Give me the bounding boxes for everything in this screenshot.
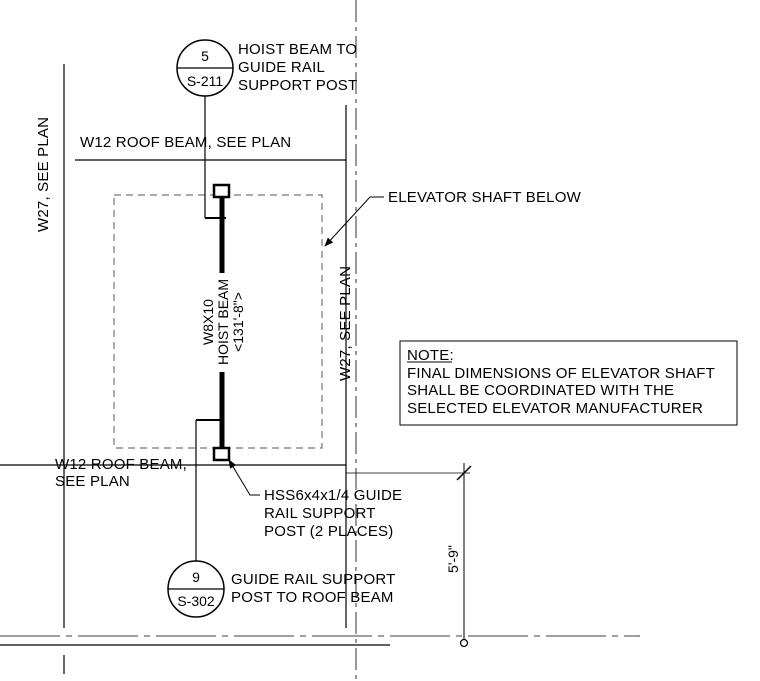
note-line-2: SHALL BE COORDINATED WITH THE <box>407 382 674 399</box>
elevator-shaft-label: ELEVATOR SHAFT BELOW <box>388 189 582 206</box>
section-bubble-top[interactable]: 5 S-211 <box>176 39 234 97</box>
hoist-to-rail-line-1: HOIST BEAM TO <box>238 41 357 58</box>
note-box: NOTE: FINAL DIMENSIONS OF ELEVATOR SHAFT… <box>399 340 738 426</box>
dimension-line <box>456 463 472 648</box>
hss-post-line-1: HSS6x4x1/4 GUIDE <box>264 487 402 504</box>
section-bubble-bottom[interactable]: 9 S-302 <box>167 560 225 618</box>
elevator-shaft-callout: ELEVATOR SHAFT BELOW <box>324 189 582 247</box>
hss-post-line-3: POST (2 PLACES) <box>264 523 393 540</box>
rail-to-roof-label: GUIDE RAIL SUPPORT POST TO ROOF BEAM <box>231 571 395 606</box>
rail-to-roof-line-2: POST TO ROOF BEAM <box>231 589 394 606</box>
hoist-beam-size: W8X10 <box>200 299 216 345</box>
bubble-top-number: 5 <box>201 48 209 64</box>
dimension-label: 5'-9" <box>445 545 461 573</box>
roof-beam-bottom-line-2: SEE PLAN <box>55 473 130 490</box>
note-title: NOTE: <box>407 347 454 364</box>
note-line-1: FINAL DIMENSIONS OF ELEVATOR SHAFT <box>407 365 715 382</box>
roof-beam-top-label: W12 ROOF BEAM, SEE PLAN <box>80 134 291 151</box>
hoist-beam-label: W8X10 HOIST BEAM <131'-8"> <box>200 279 246 365</box>
hoist-to-rail-line-3: SUPPORT POST <box>238 77 357 94</box>
bubble-bottom-number: 9 <box>192 569 200 585</box>
w27-right-label: W27, SEE PLAN <box>337 266 354 381</box>
w27-left-label: W27, SEE PLAN <box>35 117 52 232</box>
bubble-bottom-sheet: S-302 <box>177 593 215 609</box>
w27-beam-right <box>345 0 357 681</box>
grid-line-bottom <box>0 635 640 646</box>
hoist-beam-elevation: <131'-8"> <box>230 292 246 352</box>
note-line-3: SELECTED ELEVATOR MANUFACTURER <box>407 400 703 417</box>
hoist-beam <box>196 193 226 449</box>
roof-beam-bottom-line-1: W12 ROOF BEAM, <box>55 456 187 473</box>
hoist-to-rail-label: HOIST BEAM TO GUIDE RAIL SUPPORT POST <box>238 41 357 94</box>
rail-to-roof-line-1: GUIDE RAIL SUPPORT <box>231 571 395 588</box>
hoist-to-rail-line-2: GUIDE RAIL <box>238 59 325 76</box>
guide-rail-post-bottom <box>212 446 231 462</box>
hss-post-callout: HSS6x4x1/4 GUIDE RAIL SUPPORT POST (2 PL… <box>228 459 402 540</box>
bubble-top-sheet: S-211 <box>187 73 224 89</box>
roof-beam-bottom-label: W12 ROOF BEAM, SEE PLAN <box>55 456 187 490</box>
hoist-beam-name: HOIST BEAM <box>215 279 231 365</box>
hss-post-line-2: RAIL SUPPORT <box>264 505 376 522</box>
guide-rail-post-top <box>212 183 231 199</box>
